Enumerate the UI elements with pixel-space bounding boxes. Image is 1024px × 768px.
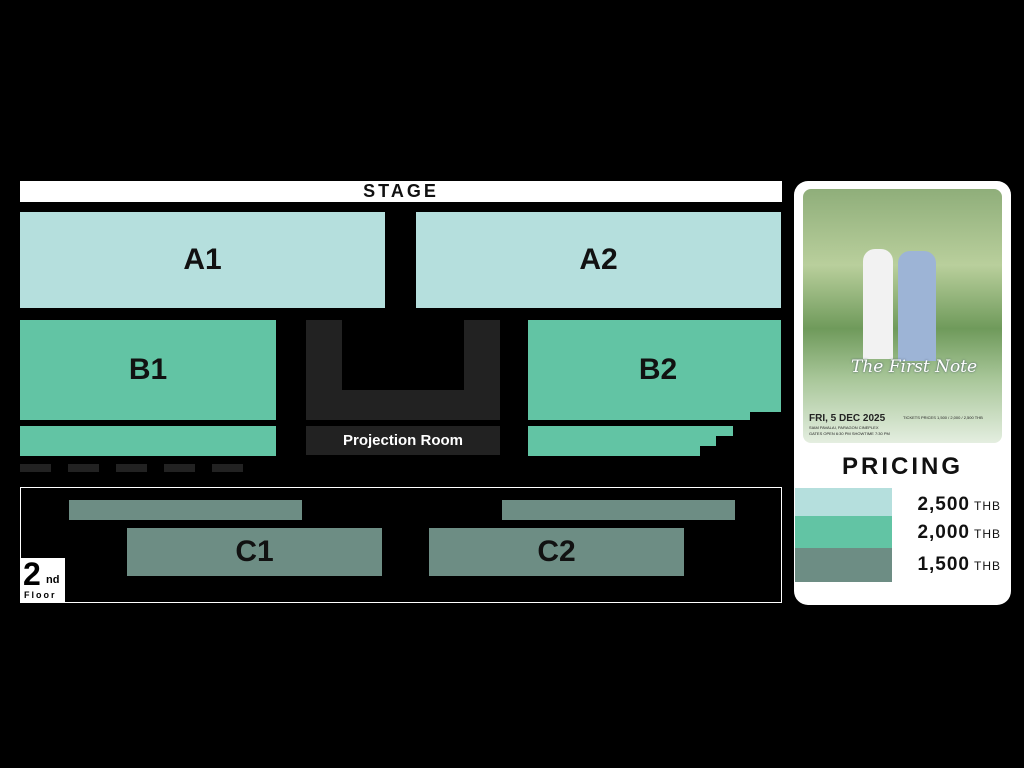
zone-c1[interactable]: C1 xyxy=(127,528,382,576)
zone-b2-shape[interactable] xyxy=(528,320,781,420)
pricing-title: PRICING xyxy=(841,453,963,480)
second-floor xyxy=(20,487,782,603)
zone-label: C1 xyxy=(235,535,274,568)
stage: STAGE xyxy=(20,181,782,202)
zone-label: A1 xyxy=(183,243,222,276)
poster-date: FRI, 5 DEC 2025 xyxy=(809,413,886,424)
price-swatch xyxy=(795,548,892,582)
poster-figure xyxy=(898,251,936,361)
zone-c1-row[interactable] xyxy=(69,500,302,520)
zone-b1[interactable]: B1 xyxy=(20,320,276,420)
zone-c2[interactable]: C2 xyxy=(429,528,684,576)
zone-label: C2 xyxy=(537,535,576,568)
floor-badge: 2 nd Floor xyxy=(21,556,65,602)
divider xyxy=(116,464,147,472)
poster-times: GATES OPEN 6:30 PM SHOWTIME 7:30 PM xyxy=(809,431,890,436)
poster-tickets: TICKETS PRICES 1,500 / 2,000 / 2,500 THB xyxy=(903,415,983,420)
divider xyxy=(212,464,243,472)
poster-venue: SIAM PAVALAI, PARAGON CINEPLEX xyxy=(809,425,879,430)
poster-figure xyxy=(863,249,893,359)
event-poster: The First Note FRI, 5 DEC 2025 SIAM PAVA… xyxy=(803,189,1002,443)
divider xyxy=(20,464,51,472)
zone-a2[interactable]: A2 xyxy=(416,212,781,308)
zone-label: A2 xyxy=(579,243,618,276)
projection-room-structure xyxy=(306,320,500,420)
price-swatch xyxy=(795,516,892,550)
zone-b2-row[interactable] xyxy=(528,426,733,456)
divider xyxy=(164,464,195,472)
zone-b1-row[interactable] xyxy=(20,426,276,456)
projection-room: Projection Room xyxy=(306,426,500,455)
divider xyxy=(68,464,99,472)
poster-title: The First Note xyxy=(851,357,978,377)
zone-c2-row[interactable] xyxy=(502,500,735,520)
zone-label: B1 xyxy=(128,353,168,386)
zone-a1[interactable]: A1 xyxy=(20,212,385,308)
